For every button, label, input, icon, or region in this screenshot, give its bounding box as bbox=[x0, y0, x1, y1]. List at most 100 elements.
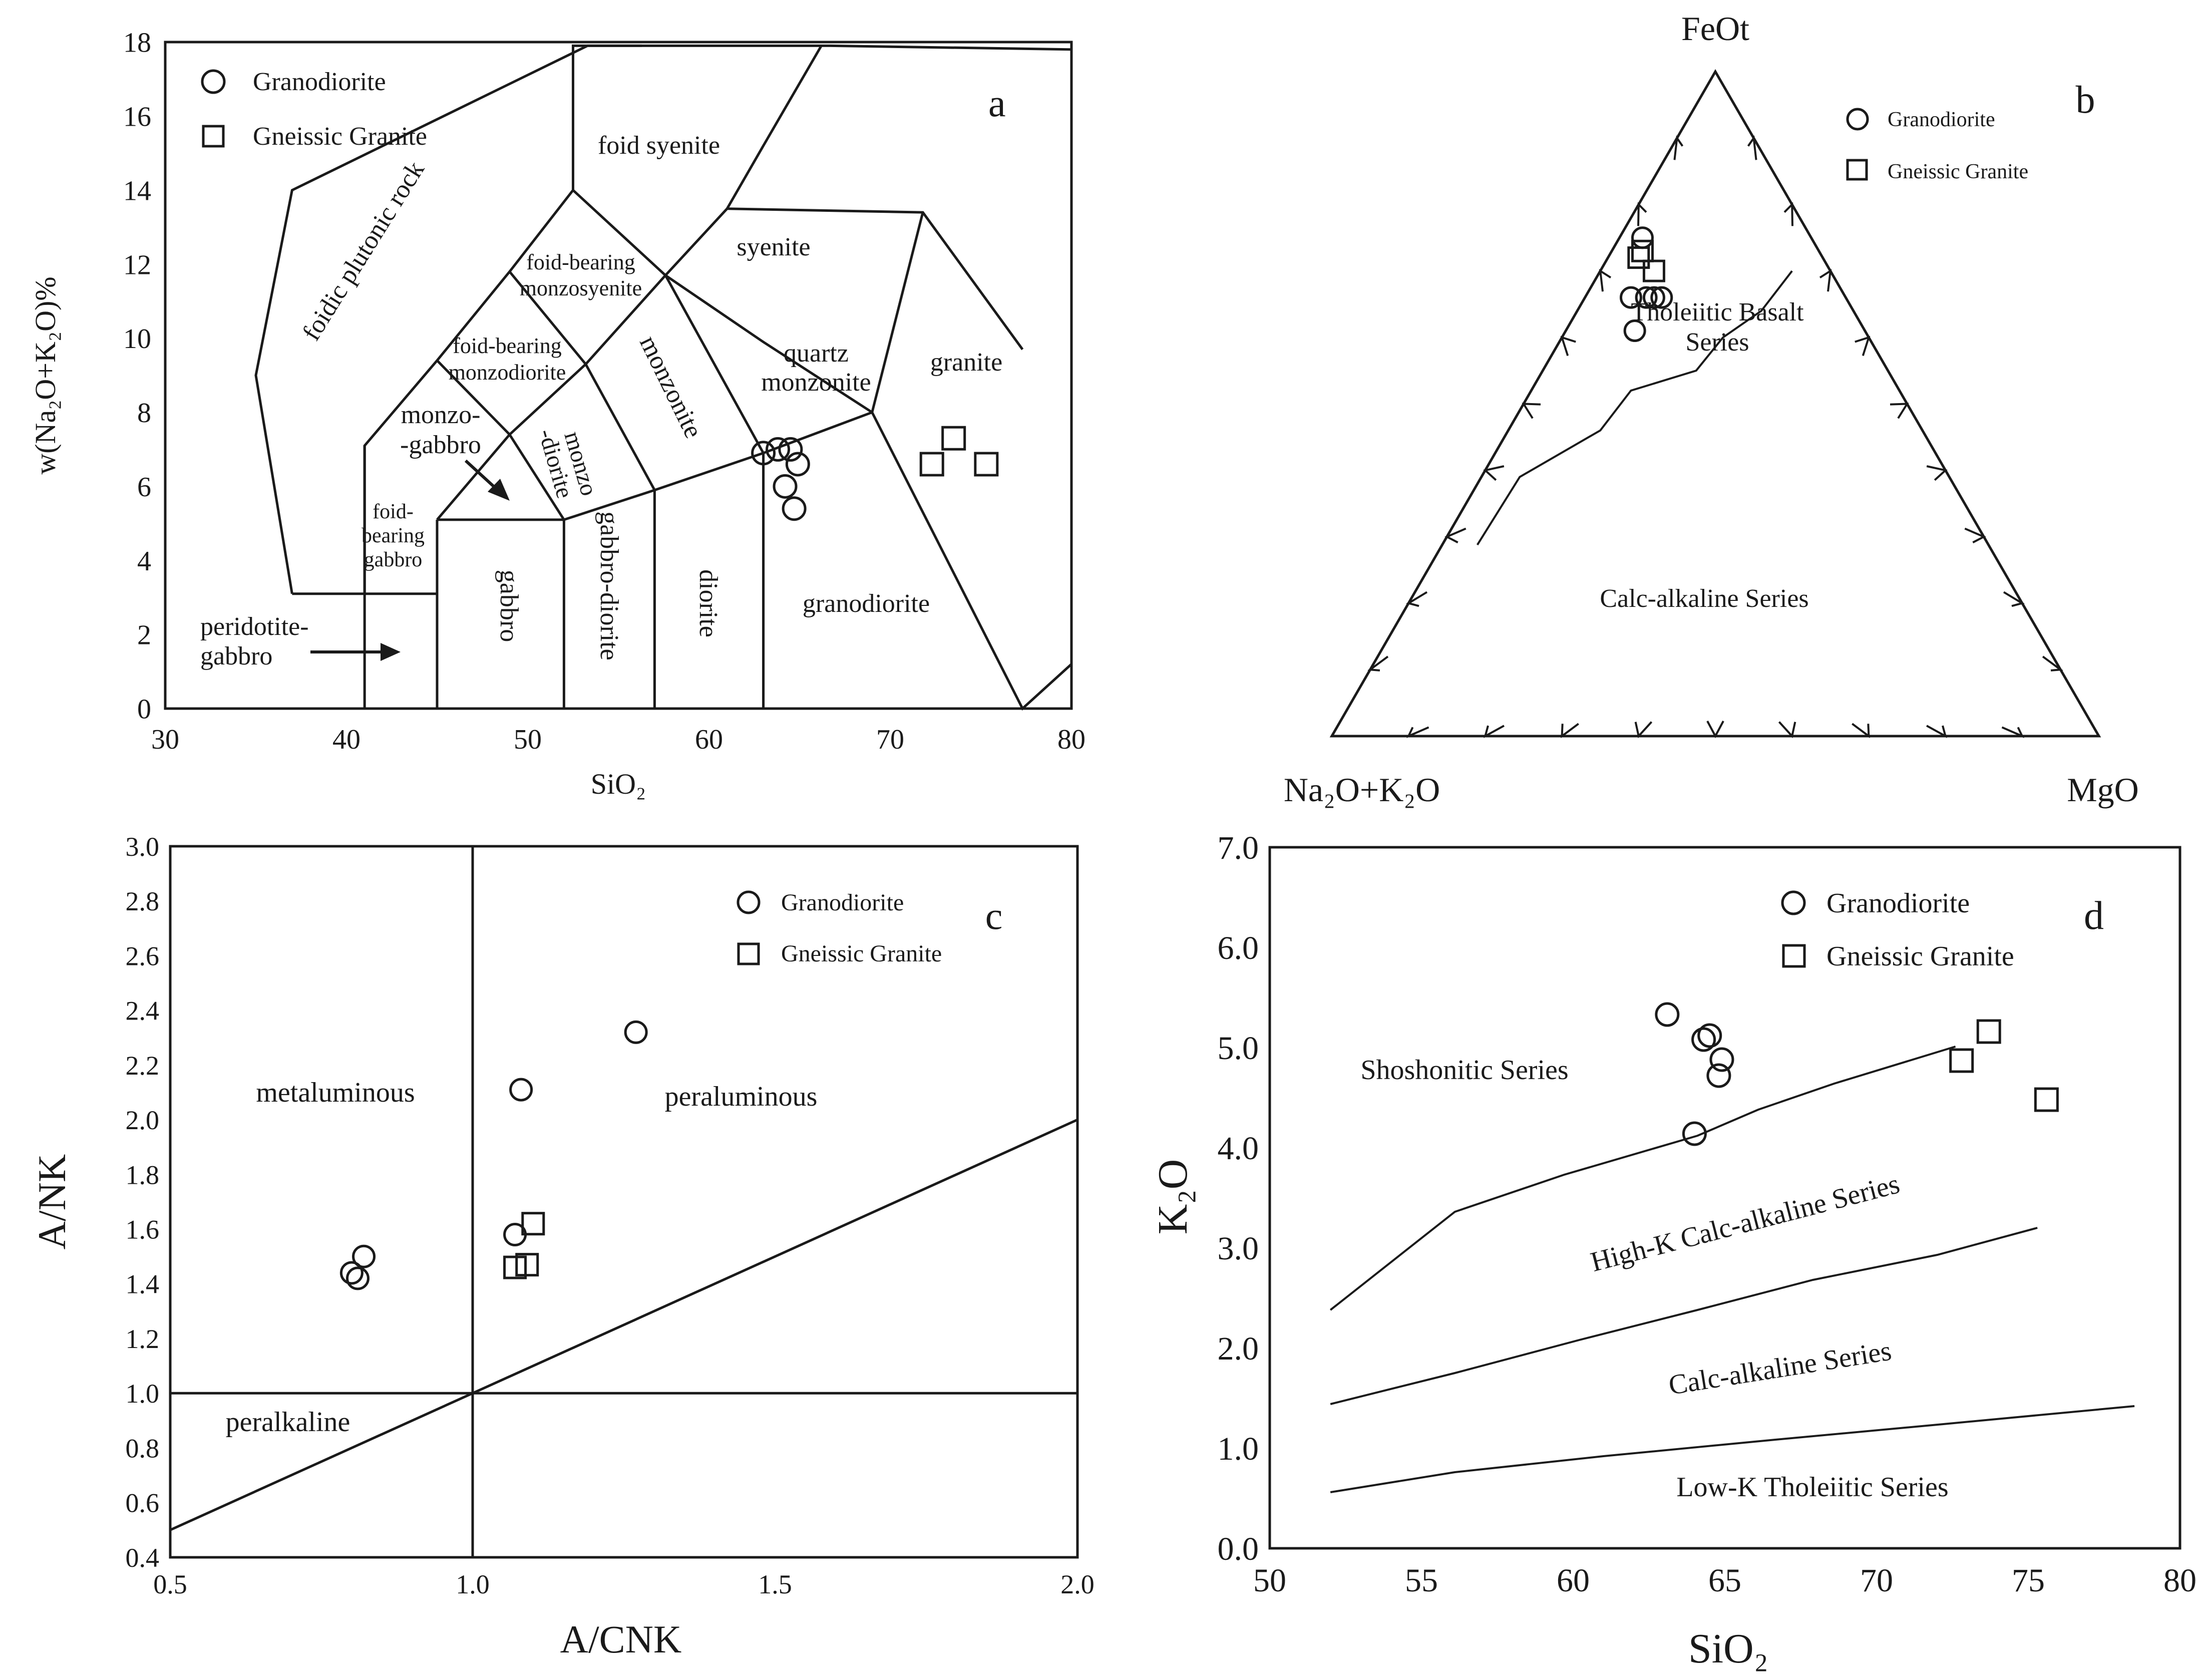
panel-d-ytick-label-4: 4.0 bbox=[1218, 1130, 1259, 1167]
panel-b-bottom-edge-tick-5 bbox=[1706, 721, 1724, 739]
panel-b-left-edge-tick-8 bbox=[1406, 591, 1428, 607]
panel-c-ytick-label-2: 0.8 bbox=[126, 1433, 160, 1463]
panel-c-ytick-label-3: 1.0 bbox=[126, 1379, 160, 1409]
panel-c-letter: c bbox=[985, 894, 1003, 937]
panel-c-yaxis-label: A/NK bbox=[30, 1154, 74, 1250]
panel-b-bottom-edge-tick-6 bbox=[1778, 721, 1796, 739]
panel-a-xtick-label-5: 80 bbox=[1057, 724, 1085, 755]
panel-a-yaxis-label: w(Na₂O+K₂O)% bbox=[29, 276, 62, 474]
panel-a-xtick-label-0: 30 bbox=[151, 724, 179, 755]
panel-b-right-edge-tick-6 bbox=[1855, 335, 1871, 356]
panel-d-point-square-2 bbox=[2034, 1087, 2059, 1112]
panel-b-bottom-edge-tick-4 bbox=[1634, 721, 1653, 739]
panel-a-field-gabbro-diorite: gabbro-diorite bbox=[595, 511, 623, 660]
panel-a-letter: a bbox=[988, 81, 1006, 125]
panel-a-xtick-label-1: 40 bbox=[332, 724, 360, 755]
panel-b-bottom-edge-tick-2 bbox=[1484, 725, 1505, 739]
panel-b-left-edge-tick-5 bbox=[1522, 403, 1541, 419]
panel-a-xtick-label-2: 50 bbox=[514, 724, 542, 755]
panel-d-point-circle-5 bbox=[1682, 1121, 1707, 1146]
panel-a-ytick-label-3: 6 bbox=[137, 472, 151, 503]
panel-b-right-edge-tick-5 bbox=[1890, 403, 1909, 419]
panel-d-legend-square-marker bbox=[1782, 944, 1806, 968]
panel-d-data-points bbox=[1655, 1002, 2059, 1146]
panel-b-bottom-edge-tick-3 bbox=[1561, 723, 1579, 739]
panel-a-ytick-label-5: 10 bbox=[123, 323, 151, 355]
panel-b-left-edge-tick-7 bbox=[1444, 527, 1467, 544]
panel-a-field-monzonite: monzonite bbox=[634, 331, 707, 443]
panel-b-vertex-label-top: FeOt bbox=[1681, 10, 1749, 48]
panel-a-point-circle-5 bbox=[782, 496, 807, 521]
panel-a-field-boundaries bbox=[254, 44, 1073, 711]
panel-b-left-edge-tick-6 bbox=[1483, 465, 1505, 481]
panel-d-point-circle-1 bbox=[1691, 1027, 1716, 1052]
panel-a-field-boundary-8 bbox=[436, 434, 511, 521]
panel-d-legend-label-gneissic-granite: Gneissic Granite bbox=[1826, 941, 2014, 972]
panel-a-legend-label-gneissic-granite: Gneissic Granite bbox=[253, 122, 427, 151]
panel-c-xtick-label-1: 1.0 bbox=[456, 1569, 490, 1599]
panel-a-field-boundary-9 bbox=[508, 434, 565, 521]
panel-a-arrow-monzo-gabbro-shaft bbox=[464, 459, 497, 490]
panel-a-field-foid-syenite: foid syenite bbox=[598, 131, 720, 160]
panel-b-right-edge-tick-1 bbox=[2042, 655, 2063, 671]
panel-a-point-circle-2 bbox=[778, 437, 803, 462]
panel-a-ytick-label-2: 4 bbox=[137, 546, 151, 577]
panel-b-left-edge-tick-9 bbox=[1367, 655, 1389, 671]
panel-d-ytick-label-2: 2.0 bbox=[1218, 1330, 1259, 1367]
panel-a-field-syenite: syenite bbox=[737, 233, 810, 261]
panel-c-legend-label-granodiorite: Granodiorite bbox=[781, 889, 904, 916]
panel-d-yaxis-label: K₂O bbox=[1150, 1159, 1196, 1235]
panel-b-field-tholeiitic-line2: Series bbox=[1685, 328, 1749, 357]
panel-d-plot-frame bbox=[1268, 846, 2181, 1550]
panel-b-right-edge-tick-4 bbox=[1926, 465, 1948, 481]
panel-a-field-quartz-monzonite-line1: quartz bbox=[784, 339, 849, 368]
panel-b-point-circle-3 bbox=[1631, 226, 1654, 249]
panel-a-field-granite: granite bbox=[930, 348, 1002, 377]
panel-c-ytick-label-12: 2.8 bbox=[126, 886, 160, 916]
panel-b-tholeiitic-calcalkaline-boundary bbox=[1476, 270, 1793, 546]
panel-b-vertex-label-right: MgO bbox=[2067, 771, 2139, 809]
panel-a-data-points bbox=[751, 426, 999, 521]
panel-a-legend-label-granodiorite: Granodiorite bbox=[253, 68, 386, 96]
panel-c-ytick-label-10: 2.4 bbox=[126, 996, 160, 1026]
panel-a-field-boundary-16 bbox=[664, 274, 765, 454]
panel-b-field-calc-alkaline: Calc-alkaline Series bbox=[1600, 584, 1808, 613]
panel-a-ytick-label-8: 16 bbox=[123, 101, 151, 132]
panel-a-field-peridotite-gabbro-line1: peridotite- bbox=[200, 612, 309, 641]
panel-b-bottom-edge-tick-1 bbox=[1406, 726, 1429, 738]
panel-c-ytick-label-5: 1.4 bbox=[126, 1269, 160, 1299]
panel-b-left-edge-tick-2 bbox=[1637, 202, 1647, 226]
panel-c-xaxis-label: A/CNK bbox=[560, 1617, 682, 1661]
panel-a-ytick-label-0: 0 bbox=[137, 694, 151, 725]
panel-d-xtick-label-0: 50 bbox=[1253, 1562, 1286, 1599]
panel-a-ytick-label-9: 18 bbox=[123, 28, 151, 59]
panel-b-right-edge-tick-7 bbox=[1819, 269, 1832, 292]
panel-d-xtick-label-2: 60 bbox=[1557, 1562, 1590, 1599]
panel-a-field-boundary-14 bbox=[584, 274, 666, 365]
panel-b-left-edge-tick-4 bbox=[1560, 335, 1576, 356]
panel-c-xtick-label-3: 2.0 bbox=[1060, 1569, 1094, 1599]
panel-a-xtick-label-4: 70 bbox=[876, 724, 904, 755]
panel-a-point-square-1 bbox=[941, 426, 966, 451]
panel-c-ytick-label-8: 2.0 bbox=[126, 1105, 160, 1135]
panel-d-point-square-0 bbox=[1949, 1048, 1974, 1073]
panel-c-ytick-label-0: 0.4 bbox=[126, 1543, 160, 1573]
panel-a-field-foid-bearing-gabbro-line2: bearing bbox=[361, 524, 425, 547]
panel-c-point-square-2 bbox=[521, 1212, 545, 1236]
panel-a-xtick-label-3: 60 bbox=[695, 724, 723, 755]
panel-d-point-circle-3 bbox=[1709, 1047, 1734, 1072]
panel-a-arrow-peridotite-gabbro-head bbox=[381, 643, 401, 661]
panel-a-field-boundary-18 bbox=[871, 212, 924, 413]
panel-c-legend-label-gneissic-granite: Gneissic Granite bbox=[781, 940, 942, 967]
panel-a-field-foid-bearing-gabbro-line1: foid- bbox=[373, 500, 414, 523]
panel-c-data-points bbox=[339, 1020, 648, 1290]
panel-d-field-calc-alkaline: Calc-alkaline Series bbox=[1666, 1335, 1894, 1401]
panel-d-xtick-label-1: 55 bbox=[1405, 1562, 1438, 1599]
panel-a-field-gabbro: gabbro bbox=[495, 570, 523, 642]
panel-b-point-circle-4 bbox=[1642, 286, 1665, 309]
panel-b-legend-label-gneissic-granite: Gneissic Granite bbox=[1888, 160, 2028, 183]
panel-a-field-boundary-12 bbox=[436, 360, 511, 436]
panel-b-legend-square-marker bbox=[1846, 159, 1868, 181]
